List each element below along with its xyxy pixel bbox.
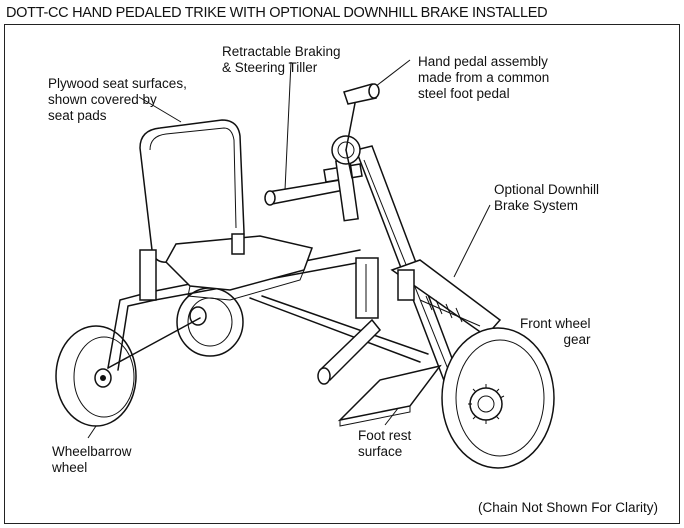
label-pedal-line1: Hand pedal assembly — [418, 54, 548, 69]
label-brake-line2: Brake System — [494, 198, 579, 213]
leader-brake — [453, 204, 491, 278]
foot-rest — [317, 318, 442, 427]
label-tiller-line1: Retractable Braking — [222, 44, 341, 59]
label-front-gear-line1: Front wheel — [520, 316, 591, 331]
label-pedal: Hand pedal assembly made from a common s… — [418, 54, 549, 102]
trike-frame — [107, 249, 429, 371]
label-pedal-line3: steel foot pedal — [418, 86, 510, 101]
front-wheel — [441, 327, 555, 469]
seat — [139, 119, 313, 301]
label-footrest-line2: surface — [358, 444, 403, 459]
label-wheelbarrow: Wheelbarrow wheel — [52, 444, 132, 476]
label-tiller: Retractable Braking & Steering Tiller — [222, 44, 341, 76]
hand-pedal-assembly — [331, 83, 380, 179]
label-front-gear-line2: gear — [563, 332, 591, 347]
tiller-mount — [355, 257, 379, 319]
label-seat: Plywood seat surfaces, shown covered by … — [48, 76, 187, 124]
leader-seat — [138, 96, 182, 123]
wheelbarrow-wheel — [55, 325, 137, 427]
leader-tiller — [284, 61, 292, 191]
label-front-gear: Front wheel gear — [520, 316, 591, 348]
label-brake-line1: Optional Downhill — [494, 182, 600, 197]
label-seat-line3: seat pads — [48, 108, 107, 123]
figure-frame — [4, 24, 680, 524]
label-pedal-line2: made from a common — [418, 70, 550, 85]
label-brake: Optional Downhill Brake System — [494, 182, 599, 214]
label-seat-line2: shown covered by — [48, 92, 157, 107]
label-footrest: Foot rest surface — [358, 428, 411, 460]
chain-note: (Chain Not Shown For Clarity) — [478, 500, 659, 515]
label-wheelbarrow-line1: Wheelbarrow — [52, 444, 132, 459]
label-tiller-line2: & Steering Tiller — [222, 60, 318, 75]
label-footrest-line1: Foot rest — [358, 428, 412, 443]
label-wheelbarrow-line2: wheel — [52, 460, 88, 475]
label-seat-line1: Plywood seat surfaces, — [48, 76, 187, 91]
front-fork — [354, 145, 502, 413]
figure-title: DOTT-CC HAND PEDALED TRIKE WITH OPTIONAL… — [6, 5, 548, 21]
steering-tiller — [264, 158, 363, 222]
